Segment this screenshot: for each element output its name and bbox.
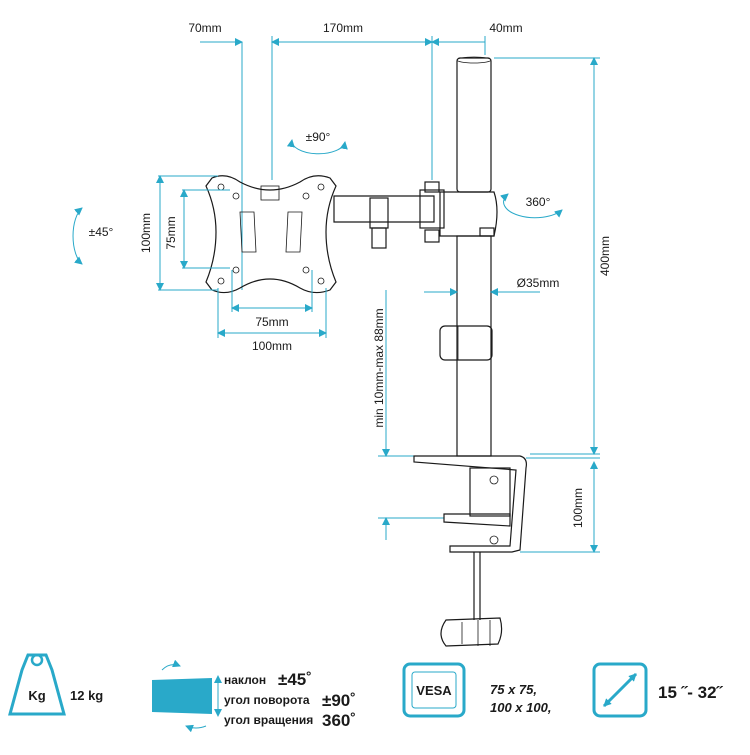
pole-diameter-dim: Ø35mm — [424, 276, 560, 296]
swivel-label: угол поворота — [224, 693, 310, 707]
dim-tilt-45: ±45° — [89, 225, 114, 239]
tilt-arrow-icon: ±45° — [72, 207, 114, 265]
clamp-range-dim: min 10mm-max 88mm — [372, 290, 444, 540]
rotation-arrow-icon: 360° — [500, 193, 563, 219]
rotation-spec: наклон ±45˚ угол поворота ±90˚ угол вращ… — [152, 659, 356, 733]
screen-icon — [152, 678, 212, 714]
dim-70mm: 70mm — [188, 21, 221, 35]
screen-size-spec: 15 ˝- 32˝ — [592, 662, 724, 718]
vesa-line2: 100 x 100, — [490, 700, 551, 715]
dim-pole-height: 400mm — [598, 236, 612, 276]
weight-icon — [8, 653, 66, 716]
vesa-line1: 75 x 75, — [490, 682, 537, 697]
dim-vesa-h-100: 100mm — [139, 213, 153, 253]
vesa-badge: VESA — [416, 683, 452, 698]
clamp-height-dim: 100mm — [520, 457, 600, 553]
rotation-label: угол вращения — [224, 713, 313, 727]
dim-pole-dia: Ø35mm — [517, 276, 560, 290]
desk-clamp — [413, 455, 527, 647]
dim-170mm: 170mm — [323, 21, 363, 35]
weight-value: 12 kg — [70, 688, 103, 703]
dim-rot-360: 360° — [526, 195, 551, 209]
vesa-spec: VESA 75 x 75, 100 x 100, — [402, 662, 551, 718]
dim-40mm: 40mm — [489, 21, 522, 35]
top-dimensions: 70mm 170mm 40mm — [188, 21, 523, 290]
dim-tilt-90: ±90° — [306, 130, 331, 144]
vesa-plate — [205, 175, 337, 294]
tilt-label: наклон — [224, 673, 266, 687]
weight-spec: Kg 12 kg — [8, 653, 103, 716]
vesa-dimensions: 100mm 75mm 75mm 100mm — [139, 175, 327, 353]
vesa-badge-icon — [402, 662, 466, 718]
dim-vesa-w-75: 75mm — [255, 315, 288, 329]
dim-vesa-h-75: 75mm — [164, 216, 178, 249]
pole — [439, 56, 493, 457]
diagonal-icon — [592, 662, 648, 718]
dim-clamp-range: min 10mm-max 88mm — [372, 308, 386, 427]
tilt-value: ±45˚ — [278, 670, 312, 689]
swivel-arrow-icon: ±90° — [286, 130, 348, 155]
weight-icon-label: Kg — [28, 688, 45, 703]
dim-vesa-w-100: 100mm — [252, 339, 292, 353]
screen-size: 15 ˝- 32˝ — [658, 683, 724, 702]
dim-clamp-height: 100mm — [571, 488, 585, 528]
swivel-value: ±90˚ — [322, 691, 356, 710]
pole-height-dim: 400mm — [494, 57, 612, 455]
rotation-value: 360˚ — [322, 711, 356, 730]
